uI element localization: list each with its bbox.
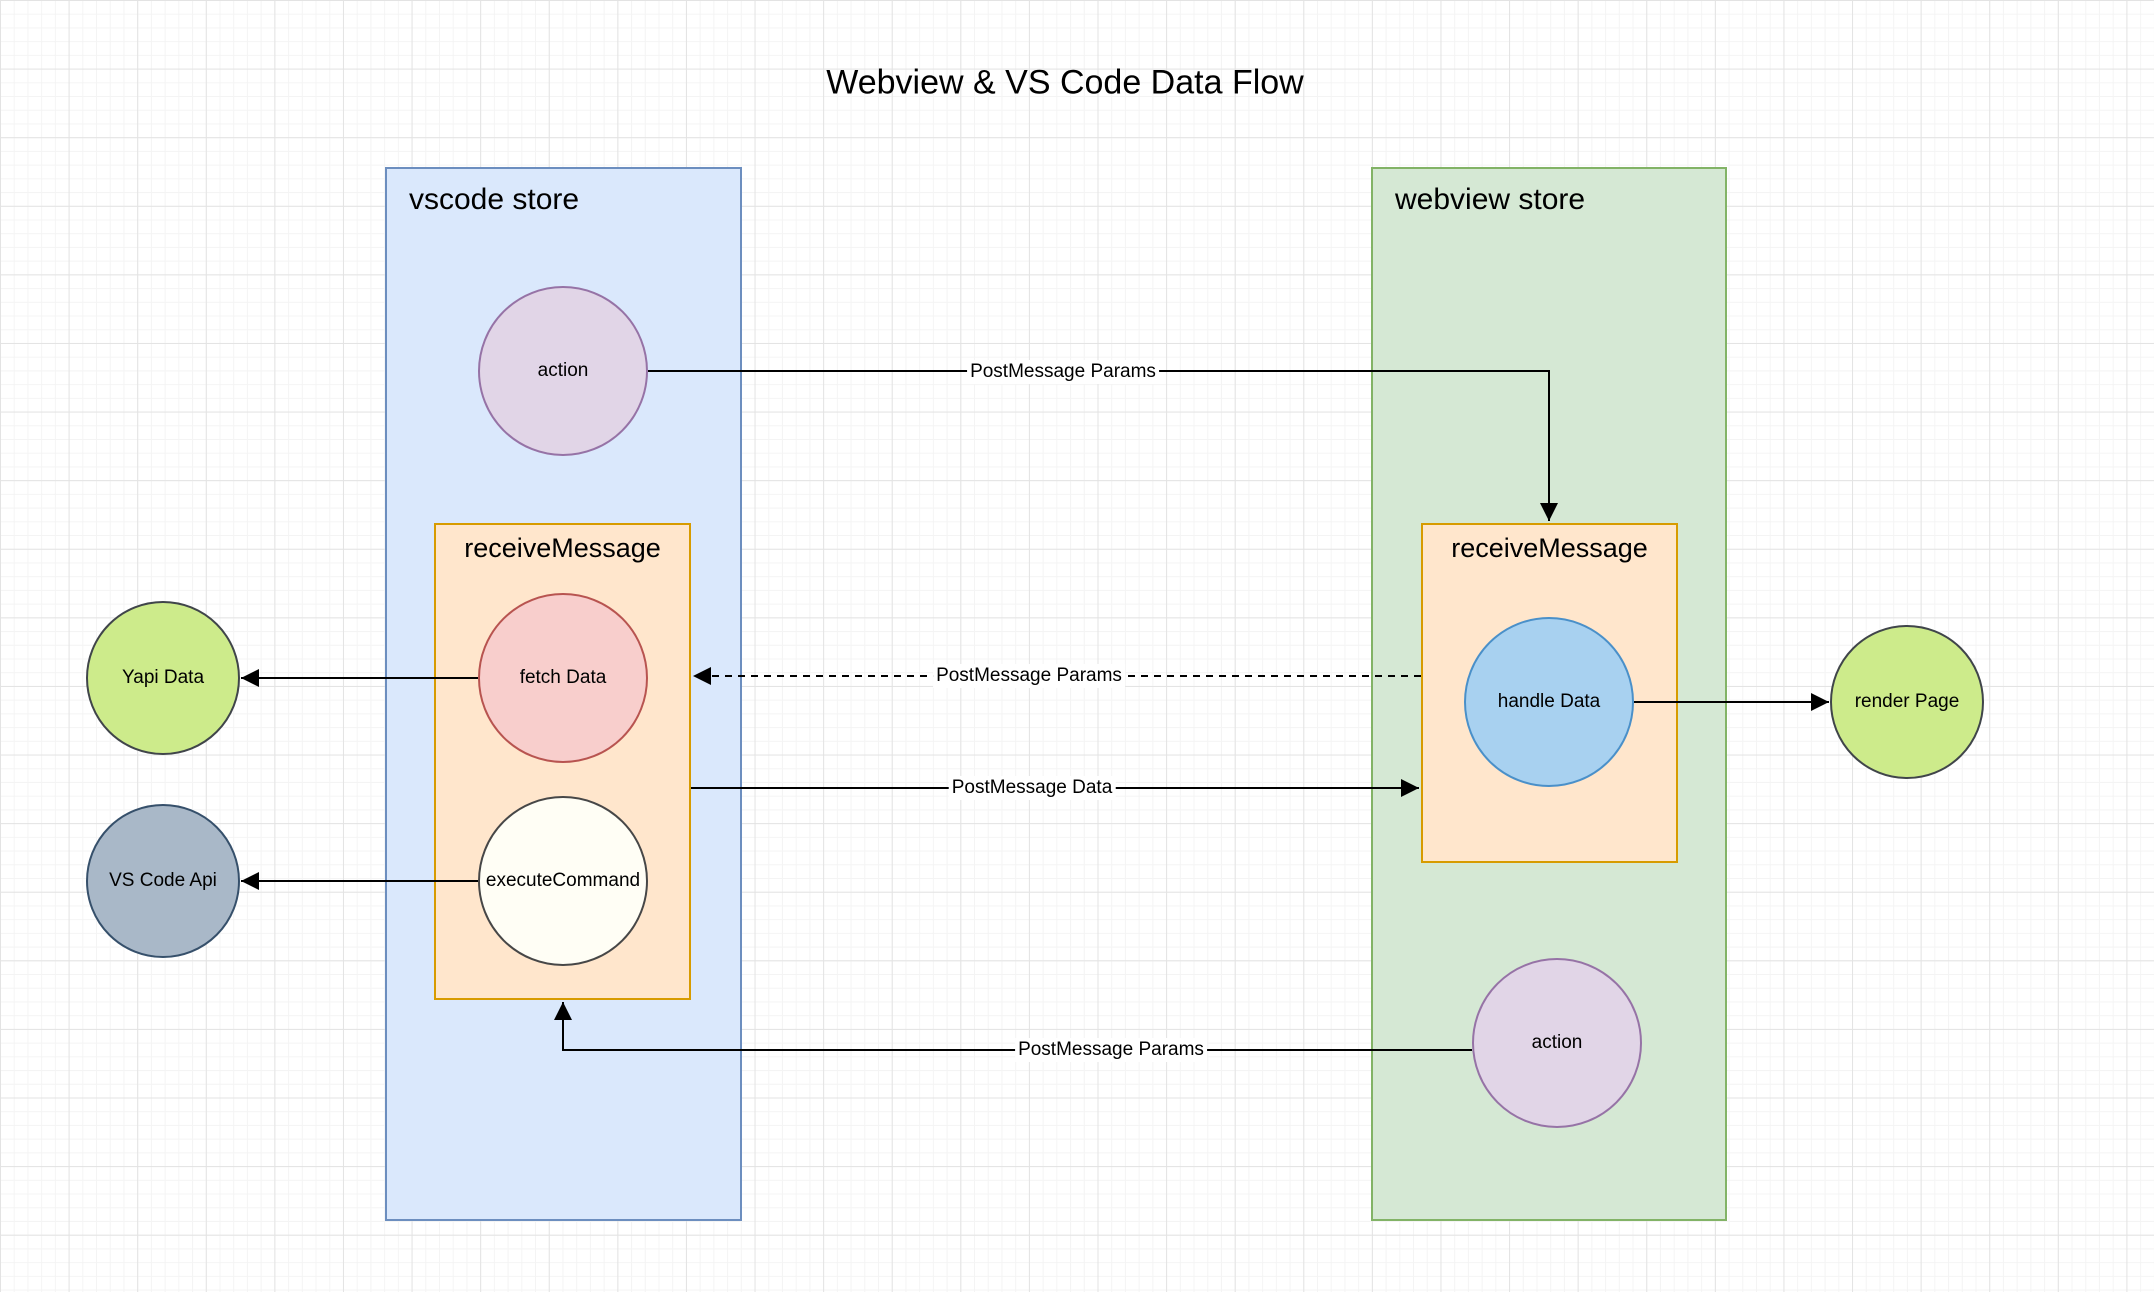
node-fetch-data-label: fetch Data: [519, 667, 607, 688]
node-yapi-data: Yapi Data: [86, 601, 240, 755]
node-execute-command: executeCommand: [478, 796, 648, 966]
node-execute-command-label: executeCommand: [485, 870, 641, 891]
node-vscode-action: action: [478, 286, 648, 456]
node-handle-data-label: handle Data: [1497, 691, 1601, 712]
node-webview-action: action: [1472, 958, 1642, 1128]
node-fetch-data: fetch Data: [478, 593, 648, 763]
group-webview-receive-message-label: receiveMessage: [1451, 533, 1648, 563]
container-vscode-store-label: vscode store: [409, 183, 580, 216]
node-yapi-data-label: Yapi Data: [121, 667, 205, 688]
node-render-page-label: render Page: [1854, 691, 1960, 712]
node-render-page: render Page: [1830, 625, 1984, 779]
edge-label-post-params-top: PostMessage Params: [967, 360, 1159, 384]
node-webview-action-label: action: [1531, 1032, 1583, 1053]
edge-label-post-params-dashed: PostMessage Params: [933, 664, 1125, 688]
diagram-title: Webview & VS Code Data Flow: [826, 63, 1304, 102]
container-webview-store-label: webview store: [1395, 183, 1586, 216]
group-vscode-receive-message-label: receiveMessage: [464, 533, 661, 563]
node-vscode-action-label: action: [537, 360, 589, 381]
node-vscode-api: VS Code Api: [86, 804, 240, 958]
edge-label-post-data: PostMessage Data: [948, 776, 1116, 800]
edge-label-post-params-bottom: PostMessage Params: [1015, 1038, 1207, 1062]
node-vscode-api-label: VS Code Api: [109, 870, 217, 891]
node-handle-data: handle Data: [1464, 617, 1634, 787]
